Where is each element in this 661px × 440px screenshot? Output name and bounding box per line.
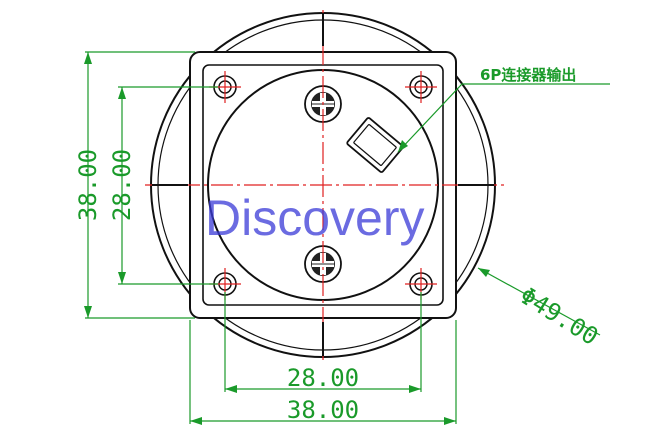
connector-callout-label: 6P连接器输出 [480, 66, 576, 84]
watermark-text: Discovery [205, 190, 424, 246]
dim-vertical-inner: 28.00 [108, 149, 136, 221]
centerlines [145, 10, 505, 360]
connector-6p-icon [346, 117, 404, 173]
dim-vertical-outer: 38.00 [74, 149, 102, 221]
dim-diameter: Φ49.00 [515, 281, 603, 351]
flange-ticks [152, 13, 494, 356]
dim-horizontal-inner: 28.00 [287, 364, 359, 392]
dimension-lines [84, 51, 610, 425]
dim-horizontal-outer: 38.00 [287, 396, 359, 424]
